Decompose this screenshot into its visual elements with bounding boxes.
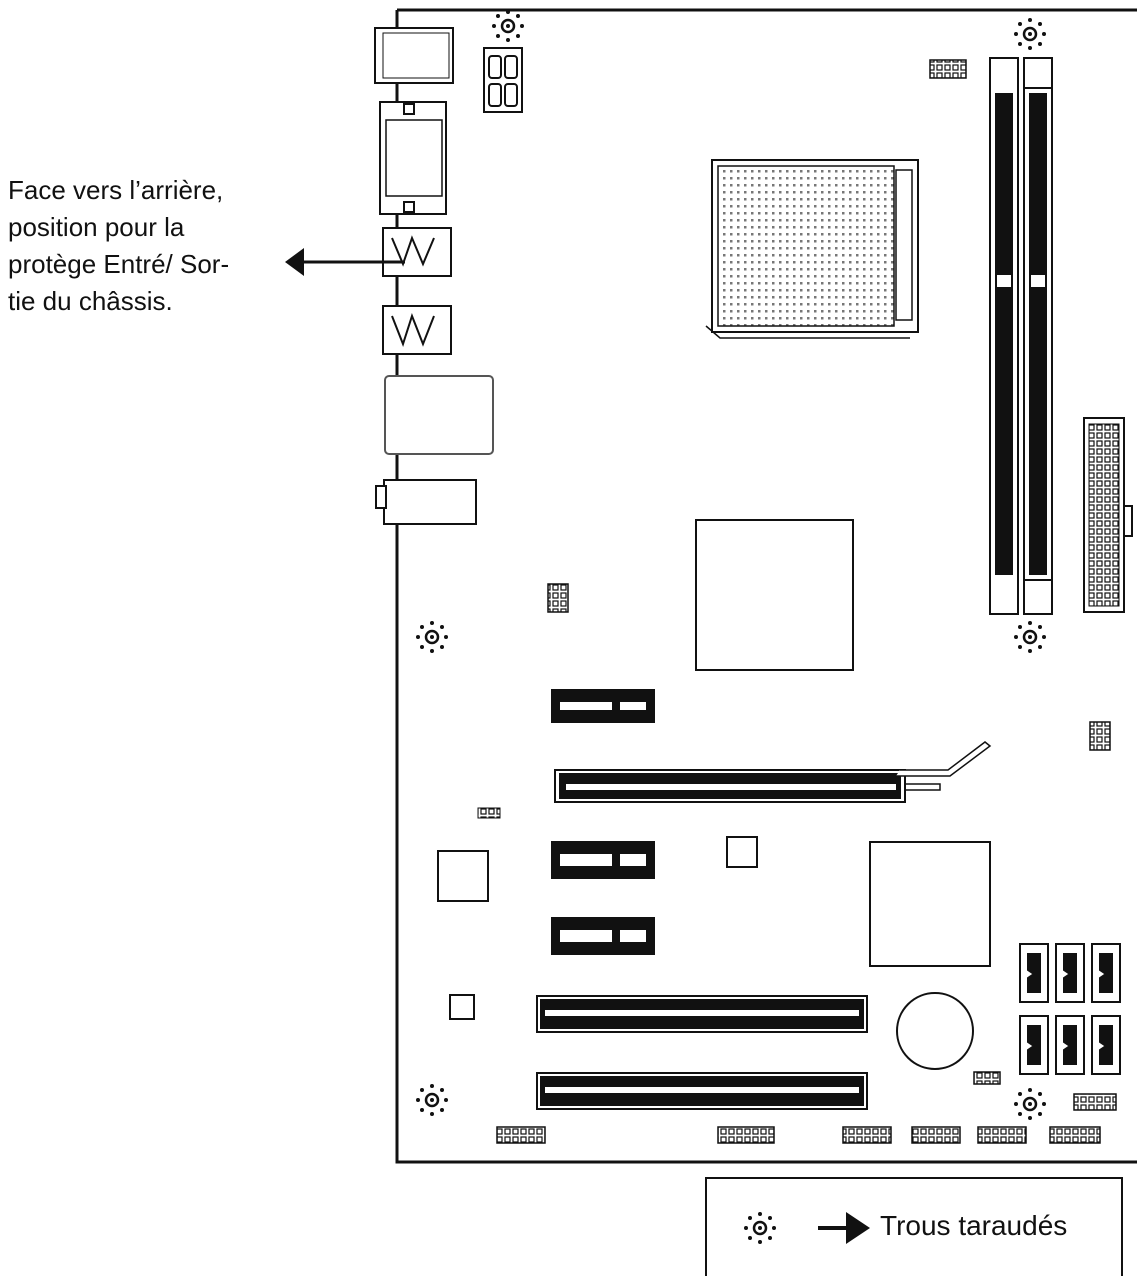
system-fan-header-1 <box>547 583 569 613</box>
header-usb-1 <box>842 1126 892 1144</box>
lan-connector <box>384 375 494 455</box>
pcie-x1-slot-3 <box>551 917 655 955</box>
pci-slots <box>536 995 868 1110</box>
screw-hole-icon <box>414 619 450 655</box>
pcie-x1-slots <box>551 689 655 955</box>
atx-24pin-connector <box>1083 417 1133 613</box>
header-audio <box>496 1126 546 1144</box>
usb-connector-2 <box>382 305 452 355</box>
sata-connector-6 <box>1091 1015 1121 1075</box>
rear-io-annotation: Face vers l’arrière, position pour la pr… <box>8 172 298 320</box>
usb-connector-1 <box>382 227 452 277</box>
legend-label: Trous taraudés <box>880 1210 1068 1241</box>
cmos-battery <box>896 992 974 1070</box>
sata-connector-1 <box>1019 943 1049 1003</box>
screw-hole-icon <box>414 1082 450 1118</box>
annotation-arrow <box>285 248 405 276</box>
pci-slot-2 <box>536 1072 868 1110</box>
sata-connector-4 <box>1019 1015 1049 1075</box>
cpu-fan-header <box>929 59 967 79</box>
header-spdif <box>717 1126 775 1144</box>
screw-hole-icon <box>1012 16 1048 52</box>
pcie-x16-slot <box>554 741 992 803</box>
southbridge-chip <box>869 841 991 967</box>
bios-chip <box>449 994 475 1020</box>
annotation-line: position pour la <box>8 212 185 242</box>
arrow-right-icon <box>818 1212 870 1244</box>
atx-12v-connector <box>483 47 523 113</box>
annotation-line: Face vers l’arrière, <box>8 175 224 205</box>
jumper <box>477 807 501 819</box>
sata-connector-3 <box>1091 943 1121 1003</box>
pcie-x1-slot-2 <box>551 841 655 879</box>
clock-chip <box>726 836 758 868</box>
system-fan-header-2 <box>1089 721 1111 751</box>
sata-connector-2 <box>1055 943 1085 1003</box>
northbridge-chip <box>695 519 854 671</box>
annotation-line: protège Entré/ Sor- <box>8 249 230 279</box>
bottom-headers <box>496 1071 1117 1144</box>
rear-io-panel <box>374 27 494 525</box>
screw-hole-icon <box>1012 619 1048 655</box>
io-chip <box>437 850 489 902</box>
audio-connector <box>375 479 477 525</box>
header-small-2 <box>1073 1093 1117 1111</box>
dimm-slots <box>989 57 1053 615</box>
header-usb-3 <box>977 1126 1027 1144</box>
header-usb-2 <box>911 1126 961 1144</box>
ps2-connector <box>374 27 454 84</box>
annotation-line: tie du châssis. <box>8 286 173 316</box>
pcie-x1-slot-1 <box>551 689 655 723</box>
sata-connectors <box>1019 943 1121 1075</box>
sata-connector-5 <box>1055 1015 1085 1075</box>
screw-hole-icon <box>1012 1086 1048 1122</box>
screw-hole-icon <box>490 8 526 44</box>
vga-connector <box>379 101 447 215</box>
cpu-socket <box>705 159 919 339</box>
pci-slot-1 <box>536 995 868 1033</box>
header-small-1 <box>973 1071 1001 1085</box>
header-front-panel <box>1049 1126 1101 1144</box>
